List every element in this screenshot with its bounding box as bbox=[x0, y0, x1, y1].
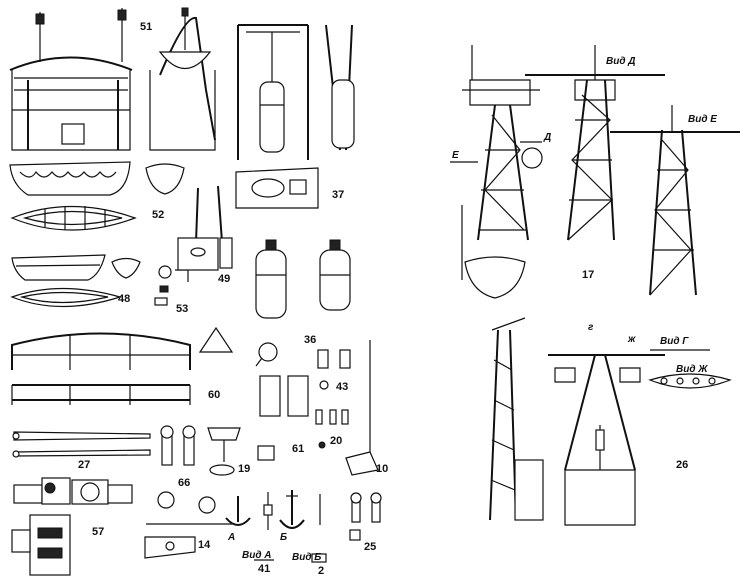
cargo-booms-27 bbox=[12, 431, 151, 458]
callout-61: 61 bbox=[292, 443, 304, 455]
winch-57 bbox=[11, 477, 133, 576]
mooring-fittings bbox=[146, 425, 241, 525]
davit-lifeboat-assembly bbox=[9, 7, 216, 151]
callout-37: 37 bbox=[332, 189, 344, 201]
marker-a: А bbox=[227, 532, 235, 543]
hatch-plate-14 bbox=[144, 536, 196, 559]
callout-41: 41 bbox=[258, 563, 270, 575]
view-label-d: Вид Д bbox=[606, 56, 636, 67]
view-label-e: Вид Е bbox=[688, 114, 717, 125]
boat-cradle-60 bbox=[11, 326, 234, 405]
callout-52: 52 bbox=[152, 209, 164, 221]
callout-66: 66 bbox=[178, 477, 190, 489]
lifeboat-profile-and-plan bbox=[9, 161, 185, 231]
marker-zh: ж bbox=[627, 334, 636, 345]
callout-19: 19 bbox=[238, 463, 250, 475]
workboat-profile-and-plan bbox=[10, 254, 141, 308]
marker-g: г bbox=[588, 322, 594, 333]
callout-17: 17 bbox=[582, 269, 594, 281]
callout-27: 27 bbox=[78, 459, 90, 471]
gantry-crane-26 bbox=[489, 317, 732, 526]
davit-arms-49 bbox=[177, 185, 233, 271]
callout-36: 36 bbox=[304, 334, 316, 346]
callout-10: 10 bbox=[376, 463, 388, 475]
callout-2: 2 bbox=[318, 565, 324, 577]
callout-49: 49 bbox=[218, 273, 230, 285]
marker-b: Б bbox=[280, 532, 287, 543]
callout-60: 60 bbox=[208, 389, 220, 401]
callout-43: 43 bbox=[336, 381, 348, 393]
view-labels: Вид Д Вид Е Вид А Вид Б Вид Г Вид Ж bbox=[242, 56, 717, 563]
callout-26: 26 bbox=[676, 459, 688, 471]
view-label-a: Вид А bbox=[242, 550, 272, 561]
view-label-zh: Вид Ж bbox=[676, 364, 708, 375]
misc-fittings bbox=[255, 340, 382, 541]
marker-e: Е bbox=[452, 150, 459, 161]
deck-fittings-53 bbox=[154, 265, 189, 306]
gas-cylinders-36 bbox=[255, 239, 351, 319]
callout-14: 14 bbox=[198, 539, 211, 551]
view-label-g: Вид Г bbox=[660, 336, 689, 347]
callout-53: 53 bbox=[176, 303, 188, 315]
overhead-frame-with-cylinder bbox=[235, 24, 355, 209]
callout-48: 48 bbox=[118, 293, 130, 305]
callout-20: 20 bbox=[330, 435, 342, 447]
marker-d: Д bbox=[543, 132, 551, 143]
callout-numbers: 51 37 52 49 48 53 36 60 43 20 61 27 19 6… bbox=[78, 21, 688, 577]
callout-25: 25 bbox=[364, 541, 376, 553]
view-label-b: Вид Б bbox=[292, 552, 321, 563]
callout-51: 51 bbox=[140, 21, 152, 33]
masts-17 bbox=[450, 45, 740, 299]
anchors bbox=[225, 490, 327, 563]
callout-57: 57 bbox=[92, 526, 104, 538]
